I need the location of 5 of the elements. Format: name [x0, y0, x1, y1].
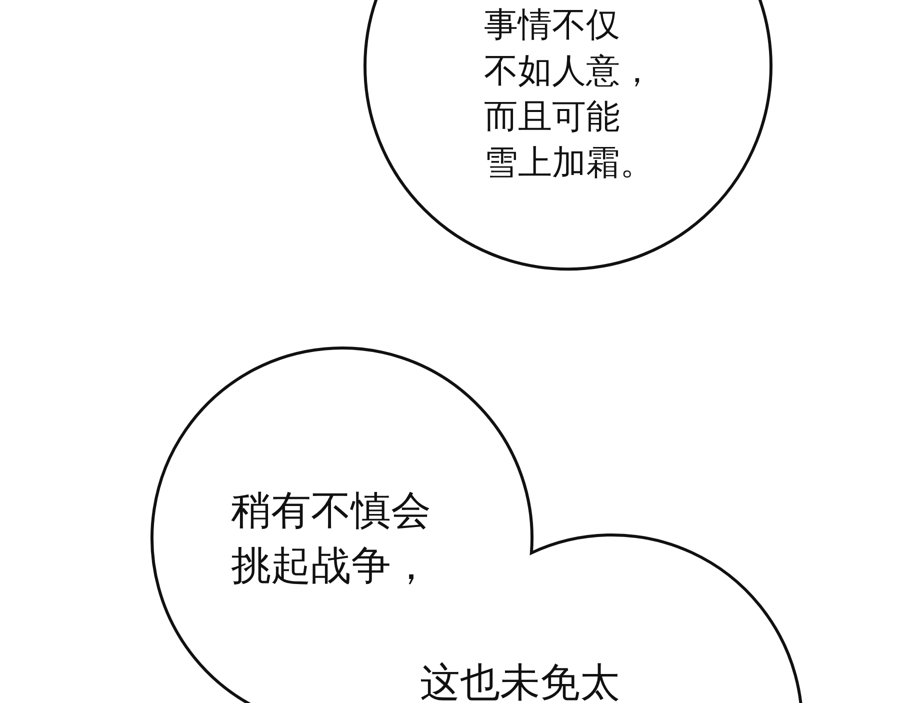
speech-text: 事情不仅不如人意，而且可能雪上加霜。 [484, 4, 654, 185]
speech-text: 稍有不慎会挑起战争， [231, 487, 431, 591]
speech-text: 这也未免太 [420, 659, 620, 703]
speech-bubble [364, 0, 772, 270]
speech-bubble [150, 346, 804, 703]
